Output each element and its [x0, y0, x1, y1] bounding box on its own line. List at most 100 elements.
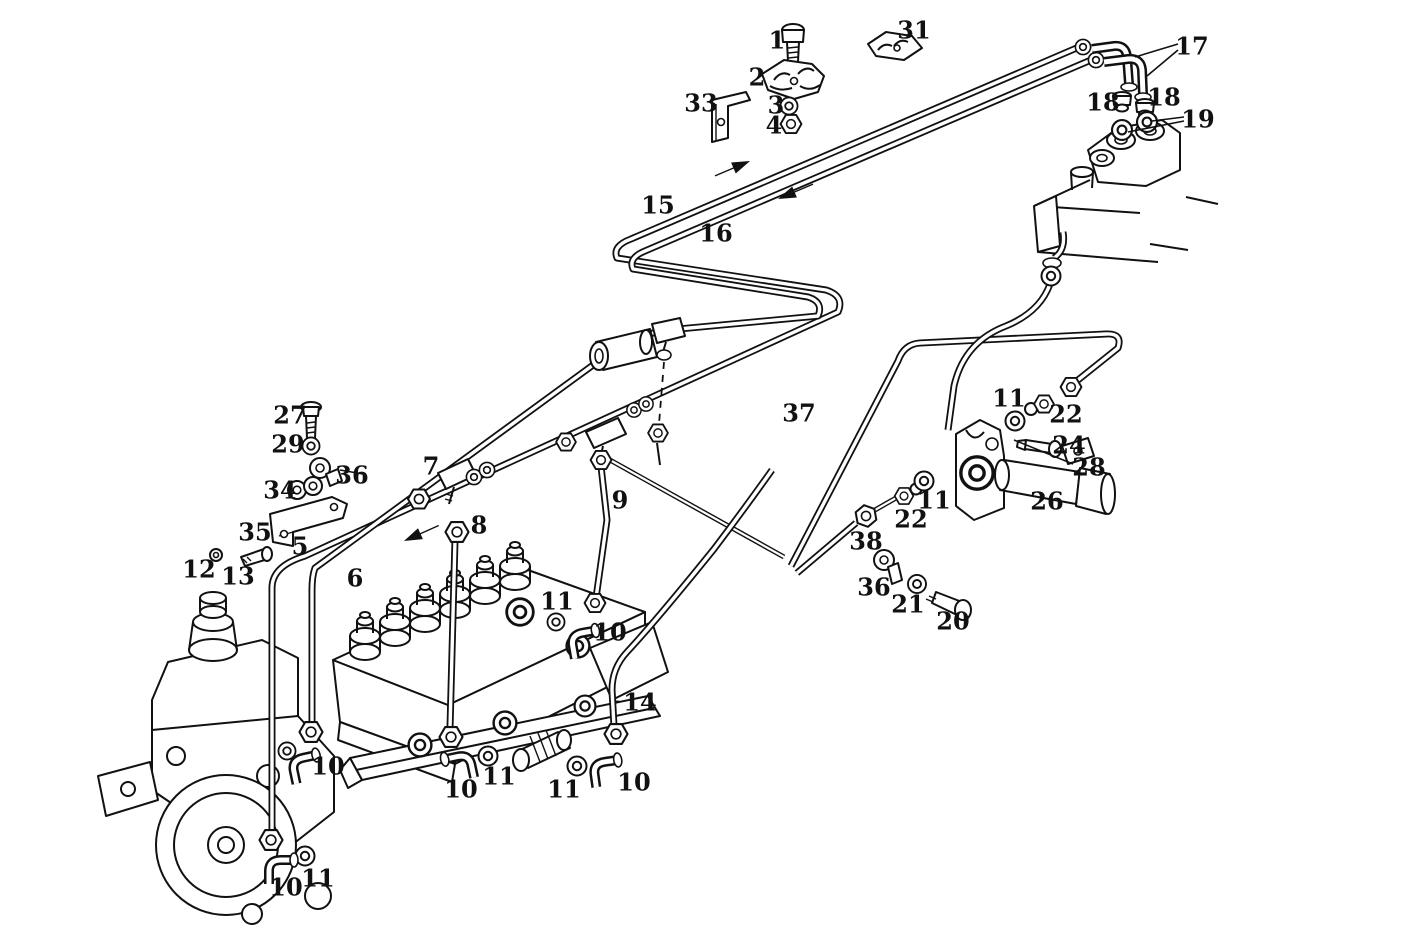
filter-feed-pipe	[944, 282, 1054, 431]
part-number-label: 19	[1181, 105, 1214, 134]
leader-lines	[339, 43, 1185, 475]
tee-16	[651, 317, 686, 344]
part-number-label: 38	[849, 527, 882, 556]
pipe-9	[592, 465, 611, 599]
part-number-label: 10	[444, 775, 477, 804]
leader-line	[1127, 120, 1185, 133]
part-number-label: 35	[238, 518, 271, 547]
pipe-end-fittings	[258, 38, 1159, 884]
part-number-label: 6	[347, 564, 364, 593]
nipple-18-a	[1112, 91, 1132, 113]
fitting-22	[893, 487, 915, 505]
part-number-label: 11	[301, 864, 334, 893]
clamp-36-left	[309, 457, 343, 487]
bolt-1	[781, 23, 805, 63]
part-number-label: 11	[547, 775, 580, 804]
bolt-13	[240, 546, 273, 567]
bolt-27	[300, 401, 322, 439]
left-clamp-parts	[209, 401, 348, 567]
elbow-17-a	[1091, 40, 1138, 92]
overflow-valve-group	[851, 394, 1116, 621]
block-port	[505, 597, 535, 627]
washer-29	[301, 436, 321, 456]
part-number-label: 27	[273, 401, 306, 430]
part-number-label: 37	[782, 399, 815, 428]
return-stub-line	[608, 457, 786, 560]
part-number-label: 4	[766, 111, 783, 140]
part-number-label: 10	[593, 618, 626, 647]
flow-arrow	[400, 519, 442, 548]
part-number-label: 9	[612, 486, 629, 515]
clamp-36	[873, 549, 903, 585]
vent-stub	[1070, 166, 1094, 178]
part-number-label: 10	[617, 768, 650, 797]
part-number-label: 20	[936, 607, 969, 636]
filter-housing	[1033, 119, 1219, 269]
part-number-label: 12	[182, 555, 215, 584]
part-number-label: 11	[917, 486, 950, 515]
bracket-35	[269, 496, 348, 547]
part-number-label: 22	[1049, 400, 1082, 429]
part-number-label: 16	[699, 219, 732, 248]
part-number-label: 13	[221, 562, 254, 591]
part-number-label: 22	[894, 505, 927, 534]
part-number-label: 14	[623, 688, 656, 717]
part-number-label: 3	[768, 91, 785, 120]
damper-barrel	[512, 729, 572, 772]
part-number-label: 8	[471, 511, 488, 540]
part-number-label: 11	[540, 587, 573, 616]
part-number-label: 28	[1072, 453, 1105, 482]
leader-line	[1134, 43, 1179, 58]
leader-line	[1151, 116, 1185, 122]
part-number-label: 15	[641, 191, 674, 220]
part-number-label: 1	[769, 26, 786, 55]
line-38	[794, 495, 898, 576]
tee-9	[585, 417, 627, 449]
assembly-guide-dashed	[658, 361, 665, 425]
clamp-2	[761, 59, 825, 100]
part-number-label: 17	[1175, 32, 1208, 61]
fuel-line-16-6	[308, 53, 1100, 724]
tee-damper-group	[589, 317, 686, 466]
leader-line	[1013, 439, 1074, 465]
part-number-label: 11	[992, 384, 1025, 413]
return-line-37	[787, 330, 1123, 568]
part-number-label: 10	[269, 873, 302, 902]
bracket-33	[711, 91, 751, 143]
part-number-label: 7	[423, 452, 440, 481]
part-number-label: 34	[263, 476, 296, 505]
union-7-group	[407, 458, 496, 510]
plug-12	[209, 548, 223, 562]
part-number-label: 5	[292, 532, 309, 561]
part-number-label: 29	[271, 430, 304, 459]
pipe-14	[608, 467, 775, 727]
part-number-label: 36	[335, 461, 368, 490]
top-clamp-parts	[711, 23, 923, 143]
leader-line	[1146, 49, 1179, 77]
part-number-label: 10	[311, 752, 344, 781]
flow-arrow	[711, 154, 754, 183]
part-number-label: 36	[857, 573, 890, 602]
pipe-8	[446, 539, 459, 729]
injection-pump	[97, 541, 669, 925]
part-number-label: 21	[891, 590, 924, 619]
part-number-label: 31	[897, 16, 930, 45]
part-number-label: 18	[1147, 83, 1180, 112]
fuel-line-15-5	[268, 40, 1088, 833]
pump-flange-circle	[155, 774, 297, 916]
part-number-label: 2	[749, 63, 766, 92]
part-number-label: 26	[1030, 487, 1063, 516]
bolt-20	[925, 591, 972, 621]
washer-19-a	[1110, 118, 1134, 142]
clamp-31	[867, 31, 923, 61]
bushings-34	[287, 476, 323, 500]
washer-11	[1004, 410, 1026, 432]
part-number-label: 18	[1086, 88, 1119, 117]
leader-line	[339, 469, 364, 475]
part-number-label: 33	[684, 89, 717, 118]
part-number-label: 24	[1052, 431, 1085, 460]
part-number-label: 11	[482, 762, 515, 791]
